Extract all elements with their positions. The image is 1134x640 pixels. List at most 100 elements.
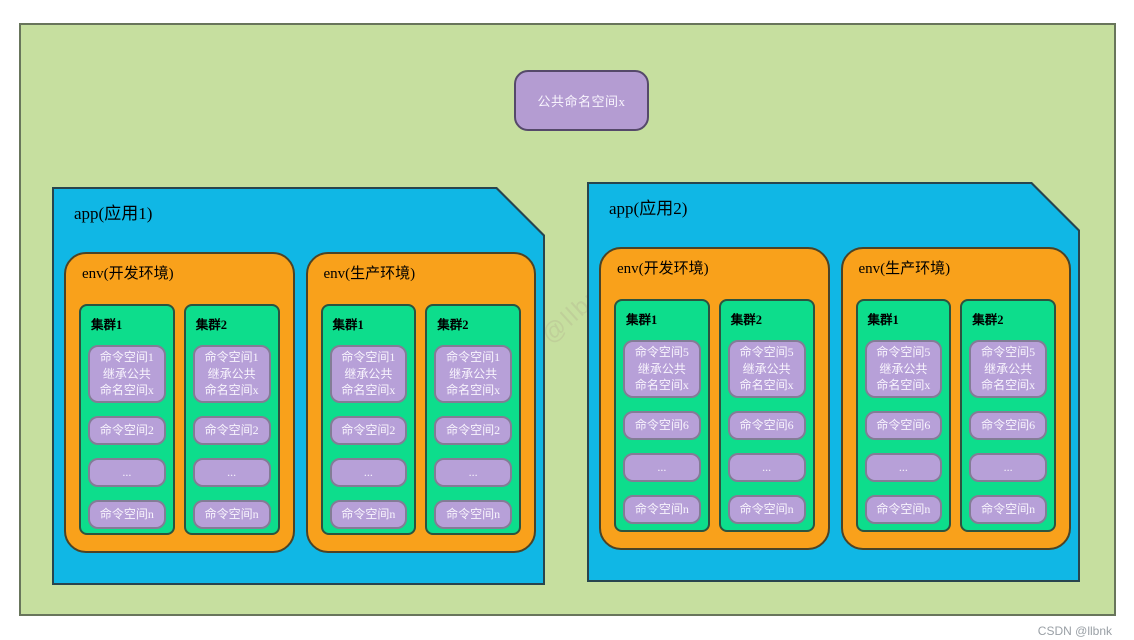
app-title: app(应用2)	[609, 199, 688, 218]
env-row: env(开发环境) 集群1 命令空间5 继承公共 命名空间x 命令空间6 ...	[599, 247, 1071, 550]
namespace-chip: 命令空间6	[865, 411, 943, 440]
cluster-row: 集群1 命令空间5 继承公共 命名空间x 命令空间6 ... 命令空间n	[856, 299, 1057, 532]
cluster-box-2: 集群2 命令空间1 继承公共 命名空间x 命令空间2 ... 命令空间n	[184, 304, 280, 535]
env-title: env(开发环境)	[617, 261, 709, 277]
cluster-box-1: 集群1 命令空间5 继承公共 命名空间x 命令空间6 ... 命令空间n	[856, 299, 952, 532]
env-box-dev: env(开发环境) 集群1 命令空间5 继承公共 命名空间x 命令空间6 ...	[599, 247, 830, 550]
common-namespace-box: 公共命名空间x	[514, 70, 649, 131]
namespace-chip: 命令空间2	[193, 416, 271, 445]
env-title: env(生产环境)	[323, 266, 416, 282]
namespace-chips: 命令空间5 继承公共 命名空间x 命令空间6 ... 命令空间n	[623, 340, 701, 524]
chip-line: 命名空间x	[739, 378, 794, 393]
namespace-chips: 命令空间1 继承公共 命名空间x 命令空间2 ... 命令空间n	[434, 345, 512, 529]
chip-line: 继承公共	[984, 361, 1033, 376]
app-box-2: app(应用2) env(开发环境) 集群1 命令空间5 继承公共 命名空间x …	[587, 182, 1080, 582]
namespace-chip: ...	[330, 458, 408, 487]
namespace-chip: 命令空间1 继承公共 命名空间x	[193, 345, 271, 403]
chip-line: 命名空间x	[876, 378, 931, 393]
namespace-chip: 命令空间6	[623, 411, 701, 440]
cluster-row: 集群1 命令空间1 继承公共 命名空间x 命令空间2 ... 命令空间n	[79, 304, 280, 535]
namespace-chip: ...	[623, 453, 701, 482]
chip-line: 命名空间x	[99, 383, 154, 398]
namespace-chip: 命令空间1 继承公共 命名空间x	[330, 345, 408, 403]
cluster-box-2: 集群2 命令空间5 继承公共 命名空间x 命令空间6 ... 命令空间n	[719, 299, 815, 532]
namespace-chip: ...	[193, 458, 271, 487]
namespace-chip: 命令空间6	[728, 411, 806, 440]
cluster-box-2: 集群2 命令空间5 继承公共 命名空间x 命令空间6 ... 命令空间n	[960, 299, 1056, 532]
chip-line: 命令空间5	[634, 344, 689, 359]
env-title: env(开发环境)	[82, 266, 174, 282]
namespace-chip: 命令空间2	[434, 416, 512, 445]
chip-line: 命名空间x	[204, 383, 259, 398]
chip-line: 继承公共	[207, 366, 256, 381]
namespace-chip: ...	[434, 458, 512, 487]
cluster-title: 集群1	[332, 318, 364, 332]
namespace-chips: 命令空间5 继承公共 命名空间x 命令空间6 ... 命令空间n	[728, 340, 806, 524]
namespace-chip: 命令空间n	[623, 495, 701, 524]
chip-line: 继承公共	[637, 361, 686, 376]
namespace-chips: 命令空间1 继承公共 命名空间x 命令空间2 ... 命令空间n	[88, 345, 166, 529]
namespace-chip: 命令空间1 继承公共 命名空间x	[434, 345, 512, 403]
cluster-title: 集群2	[195, 318, 228, 332]
chip-line: 继承公共	[449, 366, 498, 381]
namespace-chip: 命令空间n	[865, 495, 943, 524]
chip-line: 命名空间x	[981, 378, 1036, 393]
cluster-title: 集群1	[626, 313, 658, 327]
env-row: env(开发环境) 集群1 命令空间1 继承公共 命名空间x 命令空间2 ...	[64, 252, 536, 553]
app-box-1: app(应用1) env(开发环境) 集群1 命令空间1 继承公共 命名空间x …	[52, 187, 545, 585]
chip-line: 命令空间1	[99, 349, 154, 364]
namespace-chip: 命令空间5 继承公共 命名空间x	[865, 340, 943, 398]
chip-line: 命令空间5	[981, 344, 1036, 359]
namespace-chips: 命令空间5 继承公共 命名空间x 命令空间6 ... 命令空间n	[969, 340, 1047, 524]
chip-line: 命令空间5	[739, 344, 794, 359]
cluster-title: 集群2	[437, 318, 469, 332]
env-box-dev: env(开发环境) 集群1 命令空间1 继承公共 命名空间x 命令空间2 ...	[64, 252, 295, 553]
env-box-prod: env(生产环境) 集群1 命令空间5 继承公共 命名空间x 命令空间6 ...	[841, 247, 1072, 550]
namespace-chip: ...	[88, 458, 166, 487]
namespace-chip: ...	[969, 453, 1047, 482]
namespace-chip: 命令空间n	[728, 495, 806, 524]
chip-line: 命令空间1	[341, 349, 396, 364]
chip-line: 命名空间x	[341, 383, 396, 398]
app-title: app(应用1)	[74, 204, 153, 223]
namespace-chip: 命令空间5 继承公共 命名空间x	[728, 340, 806, 398]
chip-line: 继承公共	[344, 366, 393, 381]
namespace-chip: 命令空间2	[88, 416, 166, 445]
namespace-chips: 命令空间5 继承公共 命名空间x 命令空间6 ... 命令空间n	[865, 340, 943, 524]
namespace-chip: 命令空间n	[193, 500, 271, 529]
namespace-chip: 命令空间6	[969, 411, 1047, 440]
namespace-chip: 命令空间2	[330, 416, 408, 445]
namespace-chip: 命令空间n	[88, 500, 166, 529]
chip-line: 命名空间x	[634, 378, 689, 393]
chip-line: 命名空间x	[446, 383, 501, 398]
diagram-panel: CSDN @llbnk CSDN @llbnk 公共命名空间x app(应用1)…	[19, 23, 1116, 616]
chip-line: 继承公共	[742, 361, 791, 376]
namespace-chip: 命令空间5 继承公共 命名空间x	[969, 340, 1047, 398]
cluster-box-1: 集群1 命令空间1 继承公共 命名空间x 命令空间2 ... 命令空间n	[321, 304, 417, 535]
namespace-chip: 命令空间5 继承公共 命名空间x	[623, 340, 701, 398]
env-box-prod: env(生产环境) 集群1 命令空间1 继承公共 命名空间x 命令空间2 ...	[306, 252, 537, 553]
cluster-row: 集群1 命令空间1 继承公共 命名空间x 命令空间2 ... 命令空间n	[321, 304, 522, 535]
namespace-chip: 命令空间n	[434, 500, 512, 529]
chip-line: 命令空间5	[876, 344, 931, 359]
namespace-chips: 命令空间1 继承公共 命名空间x 命令空间2 ... 命令空间n	[330, 345, 408, 529]
cluster-title: 集群2	[730, 313, 763, 327]
chip-line: 继承公共	[102, 366, 151, 381]
namespace-chip: ...	[865, 453, 943, 482]
namespace-chip: 命令空间n	[330, 500, 408, 529]
namespace-chip: 命令空间1 继承公共 命名空间x	[88, 345, 166, 403]
namespace-chip: 命令空间n	[969, 495, 1047, 524]
namespace-chips: 命令空间1 继承公共 命名空间x 命令空间2 ... 命令空间n	[193, 345, 271, 529]
cluster-title: 集群1	[91, 318, 123, 332]
namespace-chip: ...	[728, 453, 806, 482]
csdn-watermark: CSDN @llbnk	[1037, 624, 1112, 638]
chip-line: 命令空间1	[204, 349, 259, 364]
cluster-box-1: 集群1 命令空间1 继承公共 命名空间x 命令空间2 ... 命令空间n	[79, 304, 175, 535]
cluster-box-2: 集群2 命令空间1 继承公共 命名空间x 命令空间2 ... 命令空间n	[425, 304, 521, 535]
cluster-title: 集群1	[867, 313, 899, 327]
cluster-title: 集群2	[972, 313, 1004, 327]
env-title: env(生产环境)	[858, 261, 951, 277]
chip-line: 继承公共	[879, 361, 928, 376]
chip-line: 命令空间1	[446, 349, 501, 364]
cluster-box-1: 集群1 命令空间5 继承公共 命名空间x 命令空间6 ... 命令空间n	[614, 299, 710, 532]
